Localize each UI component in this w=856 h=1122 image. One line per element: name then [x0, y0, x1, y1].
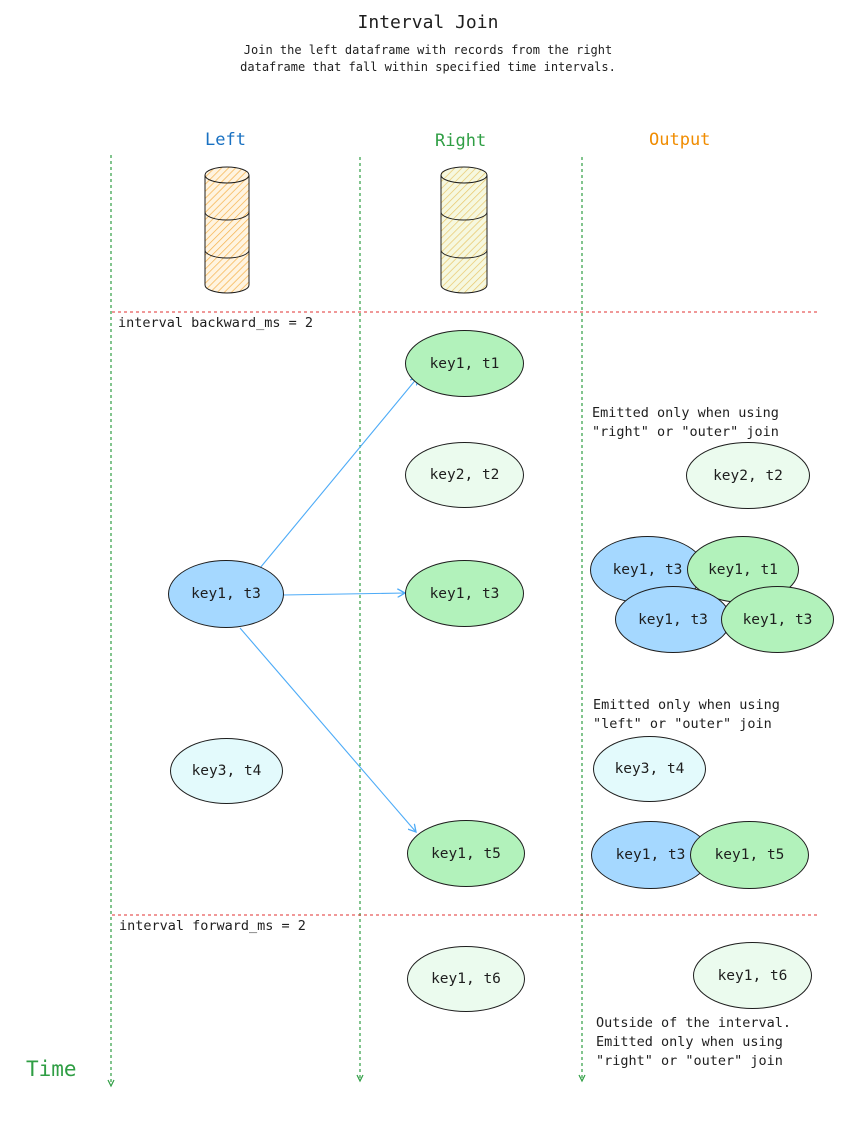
- output-column-header: Output: [649, 130, 711, 150]
- right-record-key1-t5: key1, t5: [407, 820, 525, 887]
- right-column-header: Right: [435, 131, 487, 151]
- forward-interval-label: interval forward_ms = 2: [119, 918, 306, 934]
- output-pair2-left-key1-t3: key1, t3: [615, 586, 731, 653]
- left-record-key3-t4: key3, t4: [170, 738, 283, 804]
- left-database-icon: [204, 166, 250, 294]
- time-axis-label: Time: [26, 1057, 77, 1081]
- right-database-icon: [440, 166, 488, 294]
- diagram-subtitle: Join the left dataframe with records fro…: [240, 43, 616, 74]
- note-left-outer-join: Emitted only when using "left" or "outer…: [593, 697, 780, 732]
- arrow-to-t5: [239, 627, 416, 832]
- output-pair2-right-key1-t3: key1, t3: [721, 586, 834, 653]
- diagram-title: Interval Join: [357, 12, 499, 33]
- right-record-key1-t6: key1, t6: [407, 946, 525, 1012]
- right-record-key2-t2: key2, t2: [405, 442, 524, 508]
- output-pair3-right-key1-t5: key1, t5: [690, 821, 809, 889]
- note-outside-interval: Outside of the interval. Emitted only wh…: [596, 1015, 792, 1069]
- note-right-outer-join: Emitted only when using "right" or "oute…: [592, 405, 779, 440]
- output-pair3-left-key1-t3: key1, t3: [591, 821, 710, 889]
- arrow-to-t3: [282, 593, 405, 595]
- output-record-key3-t4: key3, t4: [593, 736, 706, 802]
- backward-interval-label: interval backward_ms = 2: [118, 315, 314, 331]
- right-record-key1-t1: key1, t1: [405, 330, 524, 397]
- left-column-header: Left: [205, 130, 246, 150]
- output-record-key2-t2: key2, t2: [686, 442, 810, 509]
- output-record-key1-t6: key1, t6: [693, 942, 812, 1009]
- left-record-key1-t3: key1, t3: [168, 560, 284, 628]
- arrow-to-t1: [259, 377, 418, 569]
- right-record-key1-t3: key1, t3: [405, 560, 524, 627]
